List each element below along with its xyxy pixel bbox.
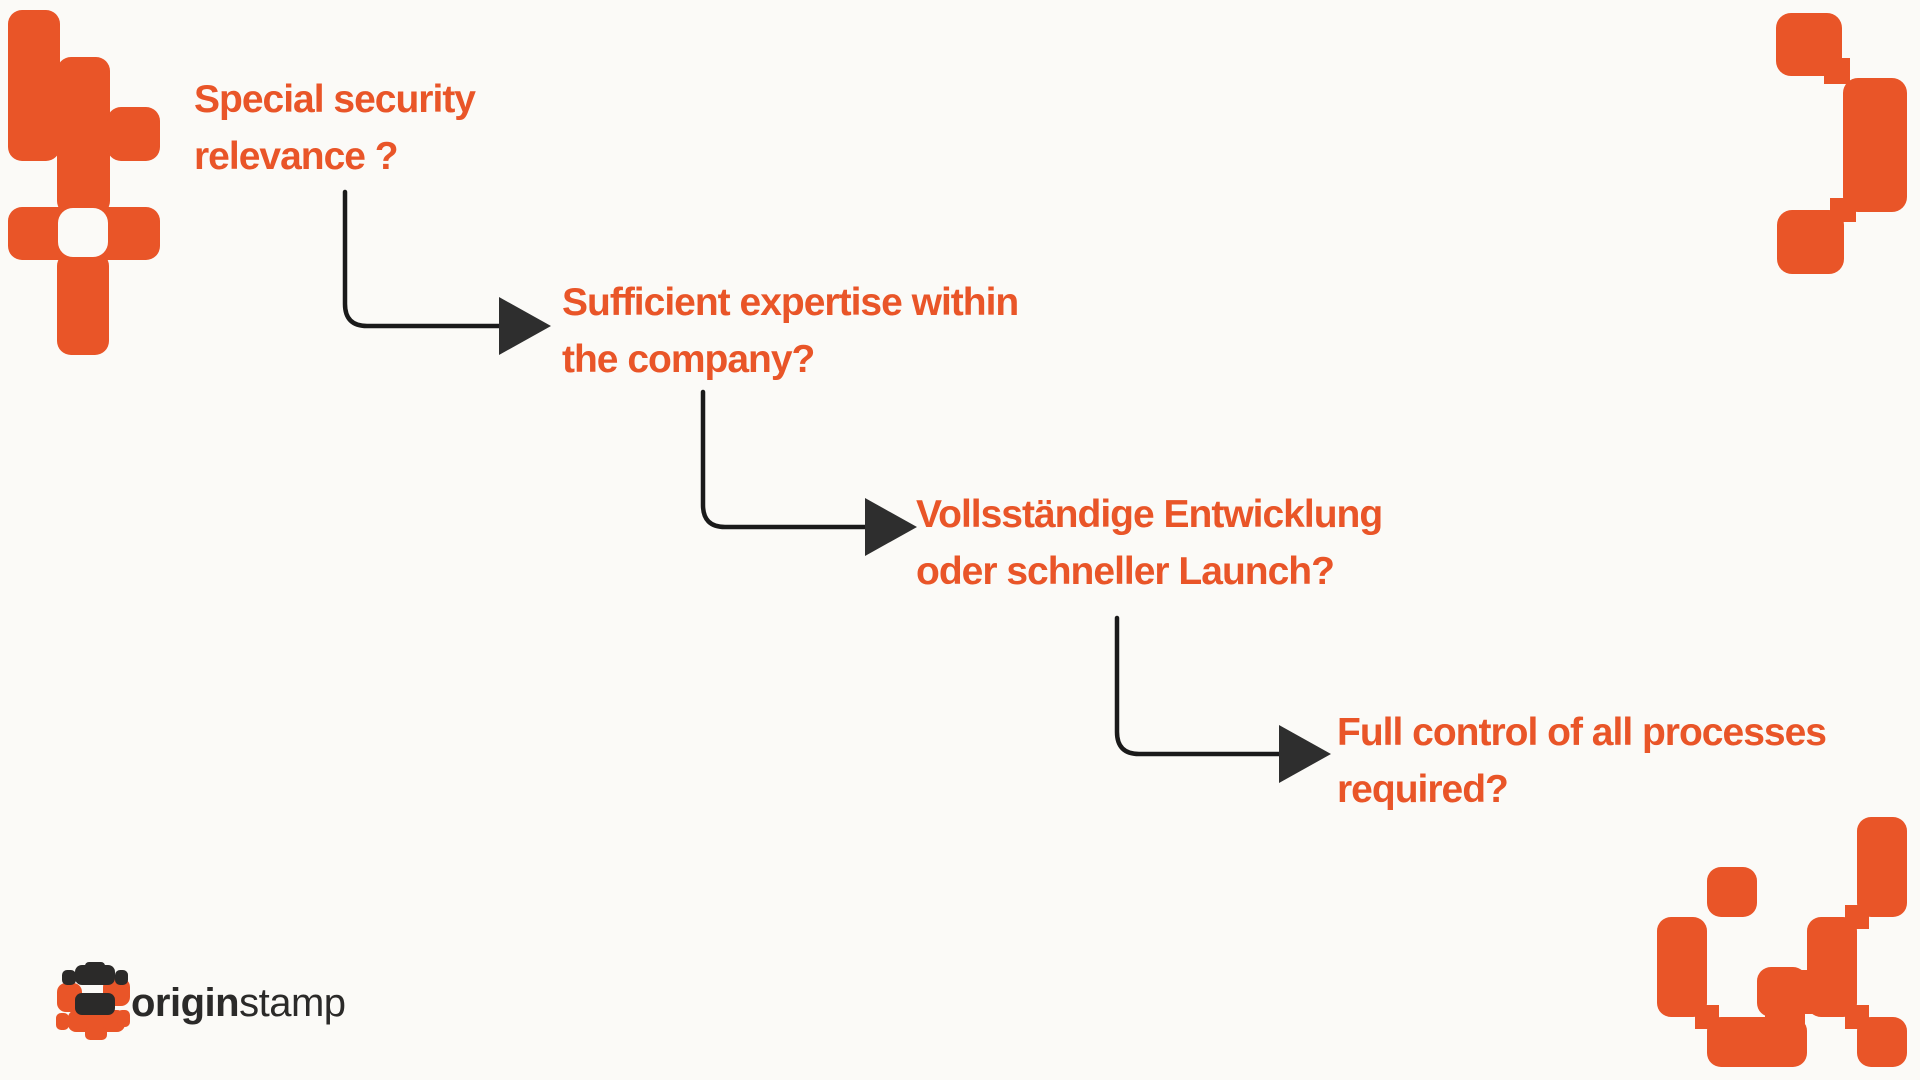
wordmark-origin: origin <box>131 981 240 1025</box>
arrowhead-icon <box>865 498 917 556</box>
question-node-3: Vollsständige Entwicklung oder schneller… <box>916 486 1383 600</box>
question-line: required? <box>1337 768 1509 811</box>
originstamp-logo-mark-icon <box>56 962 130 1040</box>
arrowhead-icon <box>499 297 551 355</box>
arrowhead-icon <box>1279 725 1331 783</box>
arrow-node1-to-node2 <box>342 189 551 355</box>
pixel-shape-top-right-icon <box>1776 13 1907 274</box>
pixel-shape-top-left-icon <box>8 10 160 355</box>
pixel-shape-hole <box>58 208 108 257</box>
wordmark-stamp: stamp <box>239 981 346 1025</box>
arrow-node3-to-node4 <box>1114 615 1331 783</box>
question-line: Sufficient expertise within <box>562 281 1019 324</box>
question-line: relevance ? <box>194 135 399 178</box>
question-node-4: Full control of all processes required? <box>1337 704 1827 818</box>
question-line: oder schneller Launch? <box>916 550 1335 593</box>
arrow-line <box>342 189 502 329</box>
question-line: the company? <box>562 338 815 381</box>
question-line: Vollsständige Entwicklung <box>916 493 1383 536</box>
pixel-shape-bottom-right-icon <box>1657 817 1907 1067</box>
originstamp-wordmark: originstamp <box>131 981 346 1026</box>
question-line: Full control of all processes <box>1337 711 1827 754</box>
question-line: Special security <box>194 78 476 121</box>
arrow-line <box>1114 615 1282 757</box>
question-node-2: Sufficient expertise within the company? <box>562 274 1019 388</box>
question-node-1: Special security relevance ? <box>194 71 476 185</box>
arrow-node2-to-node3 <box>700 389 917 556</box>
arrow-line <box>700 389 868 530</box>
